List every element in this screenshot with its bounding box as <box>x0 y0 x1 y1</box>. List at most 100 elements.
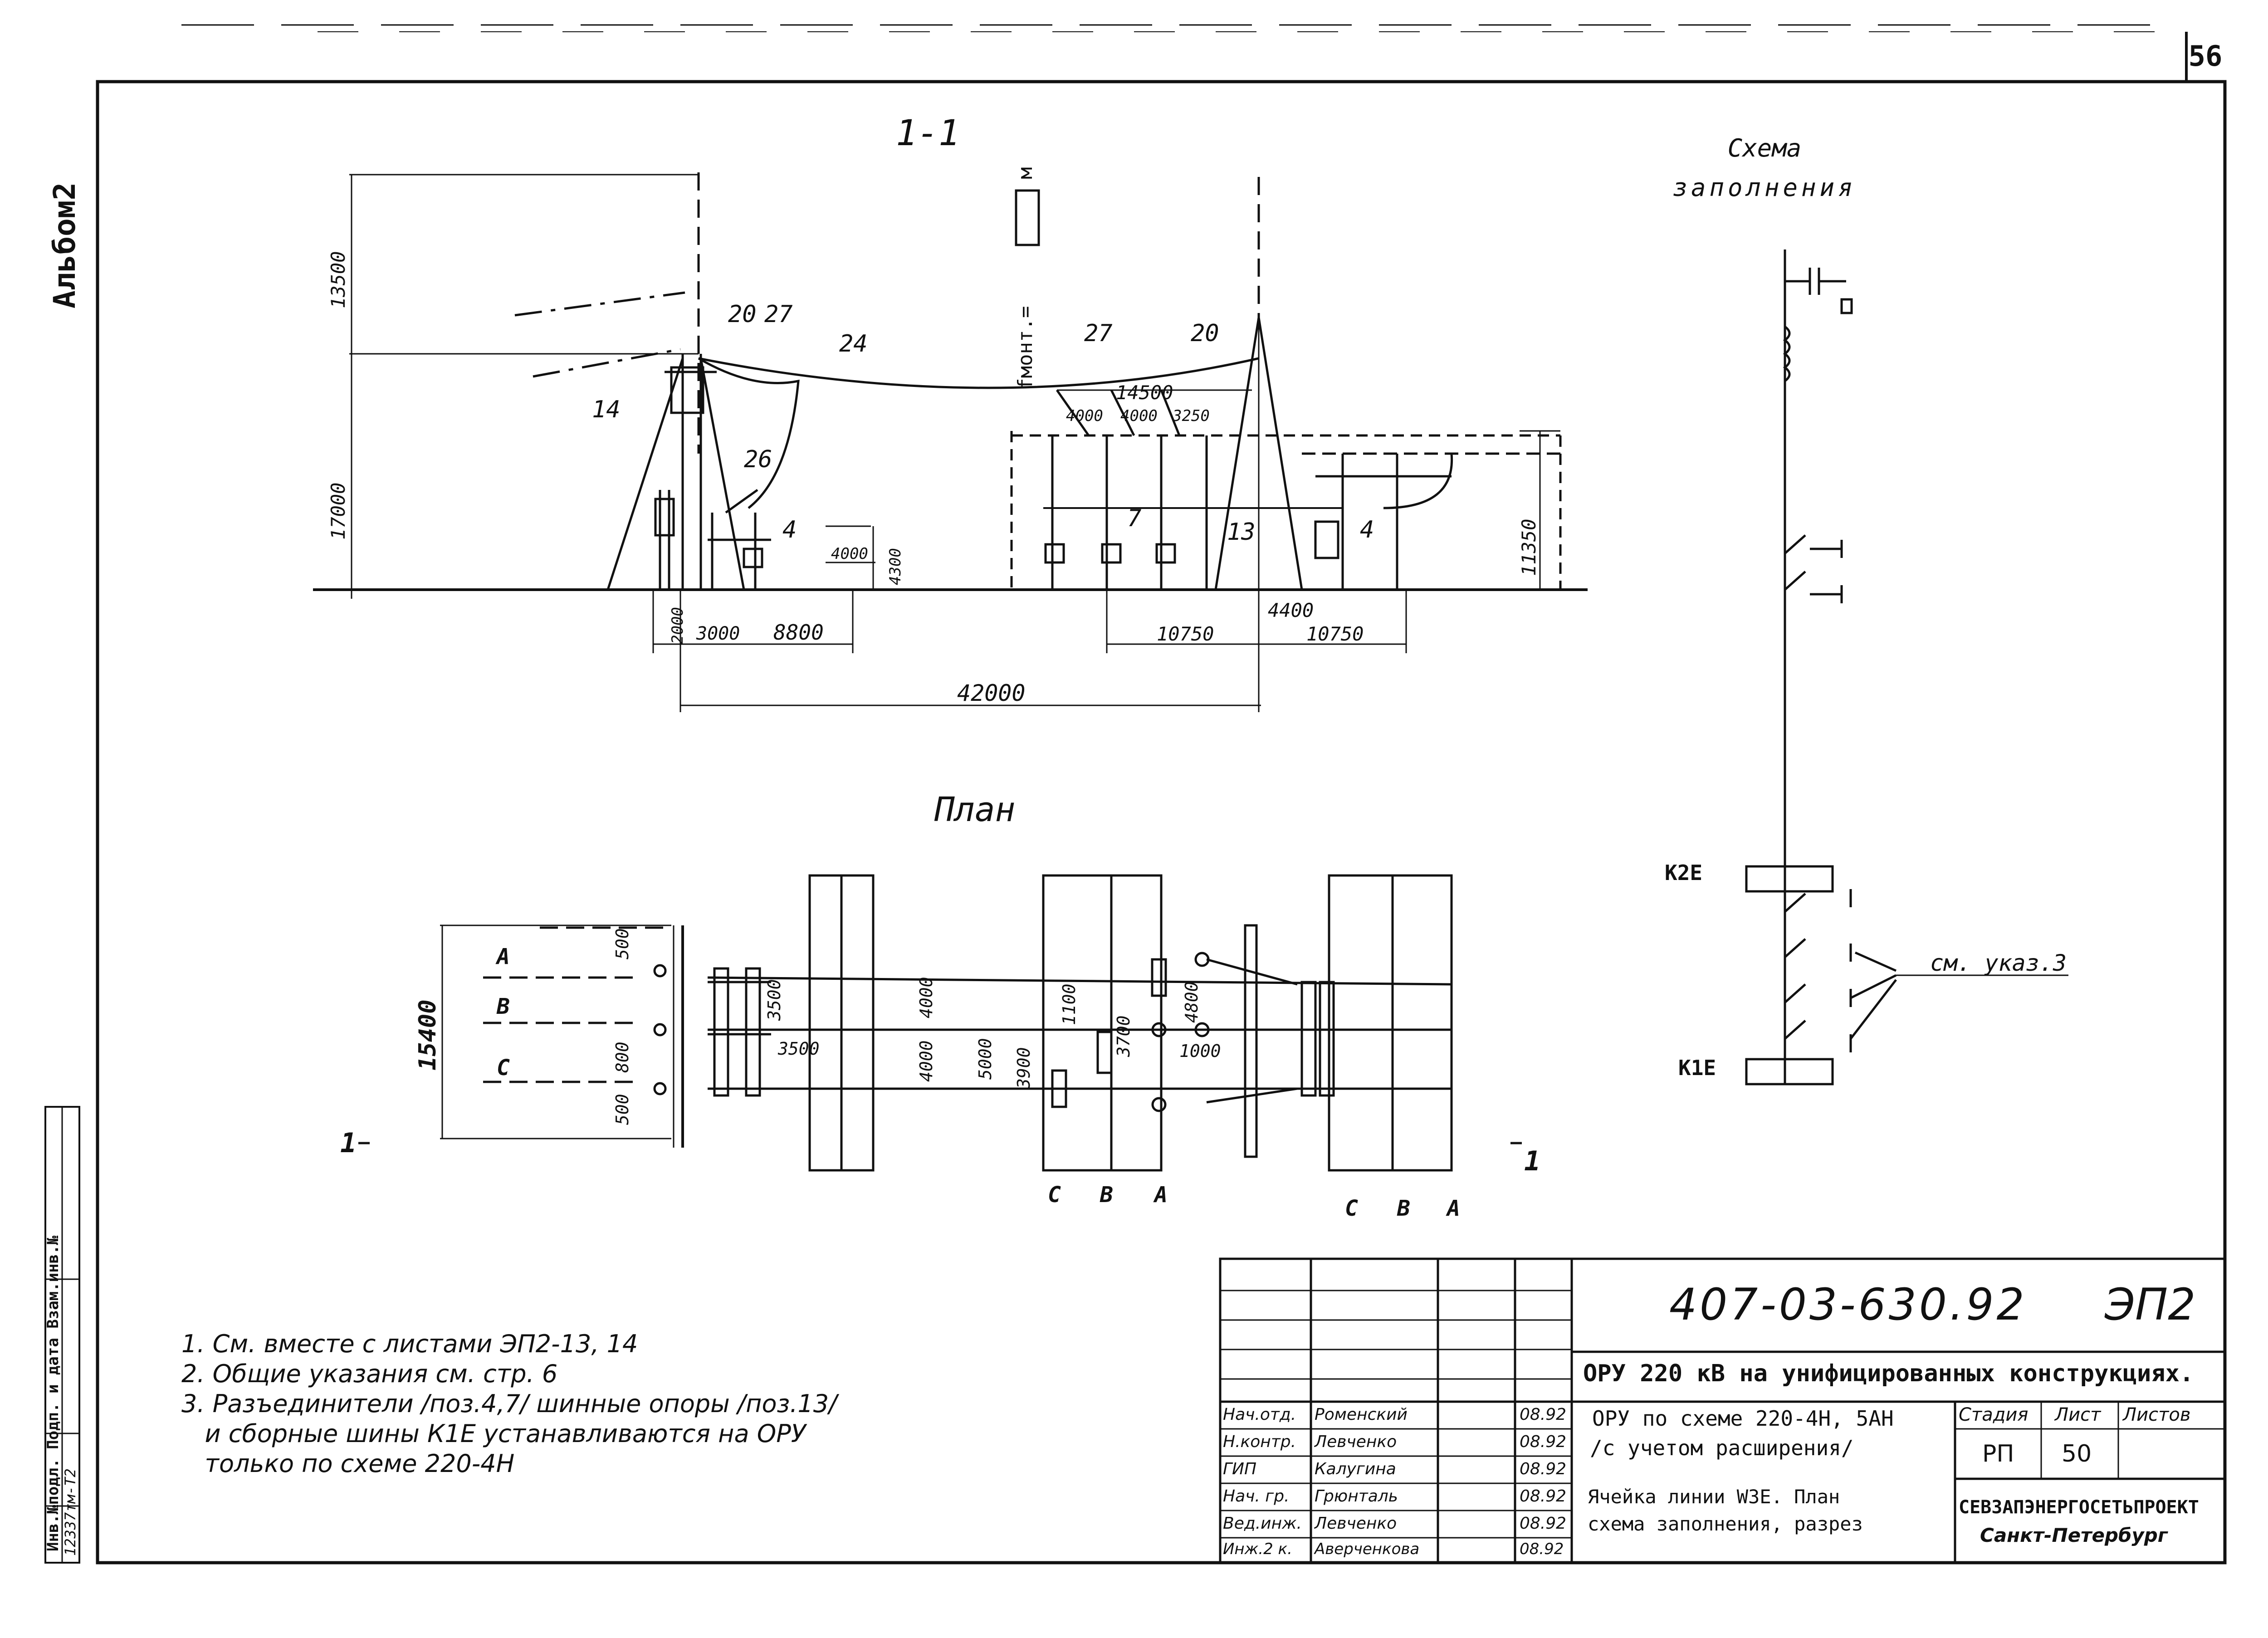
dim-15400: 15400 <box>414 999 441 1071</box>
filling-scheme: Схема заполнения К2Е <box>1665 134 2068 1085</box>
side-stamp-text: Инв.№подл. Подп. и дата Взам.инв.№ <box>44 1235 62 1551</box>
staff-role-6: Инж.2 к. <box>1223 1540 1292 1558</box>
staff-date-4: 08.92 <box>1520 1487 1567 1506</box>
dim-1000: 1000 <box>1179 1041 1221 1061</box>
section-mark-left: 1 <box>340 1127 357 1159</box>
dim-4000-b: 4000 <box>1120 407 1158 425</box>
section-1-1: 1-1 <box>313 113 1588 712</box>
scheme-lines <box>1745 249 2068 1085</box>
fmont-unit: м <box>1014 167 1037 180</box>
staff-role-5: Вед.инж. <box>1223 1514 1302 1533</box>
callout-20-left: 20 <box>728 301 757 328</box>
dim-4400: 4400 <box>1268 599 1314 621</box>
label-k1e: К1Е <box>1678 1056 1716 1080</box>
staff-role-1: Нач.отд. <box>1223 1405 1296 1424</box>
sheet-title-2: схема заполнения, разрез <box>1588 1513 1863 1535</box>
phase-a-mid: А <box>1153 1182 1168 1208</box>
phase-c-left: С <box>497 1055 510 1081</box>
phase-c-mid: С <box>1048 1182 1061 1208</box>
side-stamp-number: 12337тм-Т2 <box>62 1468 79 1556</box>
staff-name-6: Аверченкова <box>1315 1540 1420 1558</box>
dim-3250: 3250 <box>1172 407 1210 425</box>
dim-3500-a: 3500 <box>764 979 784 1021</box>
organization-city: Санкт-Петербург <box>1980 1524 2168 1546</box>
dim-1100: 1100 <box>1059 983 1079 1025</box>
staff-role-3: ГИП <box>1223 1460 1257 1478</box>
dim-2000: 2000 <box>669 607 687 644</box>
callout-4-left: 4 <box>782 516 797 543</box>
staff-date-5: 08.92 <box>1520 1514 1567 1533</box>
schema-title-1: Схема <box>1728 134 1802 162</box>
dim-10750-a: 10750 <box>1157 623 1214 645</box>
staff-date-6: 08.92 <box>1520 1540 1564 1558</box>
dim-11350: 11350 <box>1518 519 1540 576</box>
title-block-grid <box>1219 1257 2226 1564</box>
section-mark-right: 1 <box>1524 1145 1540 1177</box>
note-1: 1. См. вместе с листами ЭП2-13, 14 <box>181 1330 638 1358</box>
label-see-note-3: см. указ.3 <box>1930 950 2067 976</box>
dim-13500: 13500 <box>327 251 349 308</box>
plan-dims: 15400 500 800 500 3500 3500 4000 4000 50… <box>414 928 1221 1125</box>
album-label: Альбом2 <box>47 182 82 308</box>
sheets-header: Листов <box>2123 1404 2191 1425</box>
callout-4-right: 4 <box>1360 516 1374 543</box>
callout-14: 14 <box>592 396 621 423</box>
callout-26: 26 <box>744 446 772 473</box>
dim-3900: 3900 <box>1014 1047 1034 1089</box>
staff-name-3: Калугина <box>1315 1460 1396 1478</box>
plan-view: План <box>340 790 1540 1221</box>
staff-name-4: Грюнталь <box>1315 1487 1398 1506</box>
stage-value: РП <box>1982 1440 2014 1467</box>
section-title: 1-1 <box>896 113 960 154</box>
sheet-value: 50 <box>2062 1440 2092 1467</box>
plan-lines <box>358 874 1522 1172</box>
dim-800: 800 <box>612 1041 632 1073</box>
sheet-title-1: Ячейка линии W3E. План <box>1588 1486 1840 1508</box>
sheet-header: Лист <box>2055 1404 2101 1425</box>
label-k2e: К2Е <box>1665 861 1702 885</box>
staff-date-2: 08.92 <box>1520 1433 1567 1451</box>
note-2: 2. Общие указания см. стр. 6 <box>181 1359 558 1388</box>
dim-4000-b: 4000 <box>916 1040 936 1082</box>
callout-7: 7 <box>1127 505 1141 532</box>
phase-b-left: В <box>496 994 510 1019</box>
sheet-number: 56 <box>2189 39 2223 73</box>
staff-name-1: Роменский <box>1315 1405 1408 1424</box>
dim-5000: 5000 <box>975 1038 995 1080</box>
callout-20-right: 20 <box>1191 320 1219 347</box>
plan-phase-labels: А В С С В А С В А 1 1 <box>340 944 1540 1221</box>
project-title: ОРУ 220 кВ на унифицированных конструкци… <box>1583 1360 2194 1387</box>
phase-b-mid: В <box>1100 1182 1113 1208</box>
phase-a-right: А <box>1446 1196 1460 1221</box>
dim-4000-c: 4000 <box>831 545 868 563</box>
dim-42000: 42000 <box>957 680 1026 706</box>
drawing-title-1: ОРУ по схеме 220-4Н, 5АН <box>1592 1406 1894 1431</box>
phase-c-right: С <box>1345 1196 1358 1221</box>
dim-500-top: 500 <box>612 928 632 959</box>
staff-role-4: Нач. гр. <box>1223 1487 1290 1506</box>
organization: СЕВЗАПЭНЕРГОСЕТЬПРОЕКТ <box>1959 1497 2199 1518</box>
dim-3000: 3000 <box>696 623 740 644</box>
dim-10750-b: 10750 <box>1306 623 1364 645</box>
dim-4000-a: 4000 <box>916 977 936 1018</box>
dim-14500: 14500 <box>1116 381 1173 404</box>
dim-3500-b: 3500 <box>777 1039 820 1059</box>
plan-title: План <box>934 790 1015 829</box>
note-3-cont-2: только по схеме 220-4Н <box>181 1449 515 1478</box>
staff-date-1: 08.92 <box>1520 1405 1567 1424</box>
section-callouts: 20 27 24 14 26 4 27 20 7 13 4 <box>592 301 1374 546</box>
dim-8800: 8800 <box>773 620 824 645</box>
dim-4800: 4800 <box>1182 981 1202 1023</box>
phase-b-right: В <box>1397 1196 1410 1221</box>
dim-4000-a: 4000 <box>1066 407 1103 425</box>
drawing-title-2: /с учетом расширения/ <box>1590 1436 1854 1460</box>
document-code: 407-03-630.92 <box>1669 1279 2027 1330</box>
dim-4300: 4300 <box>886 548 904 585</box>
staff-role-2: Н.контр. <box>1223 1433 1296 1451</box>
sheet-code: ЭП2 <box>2105 1279 2196 1330</box>
section-dims: 13500 17000 11350 14500 4000 4000 3250 4… <box>327 251 1540 706</box>
dim-3700: 3700 <box>1114 1015 1134 1057</box>
staff-name-2: Левченко <box>1315 1433 1397 1451</box>
callout-24: 24 <box>839 330 868 357</box>
section-lines <box>313 172 1588 712</box>
